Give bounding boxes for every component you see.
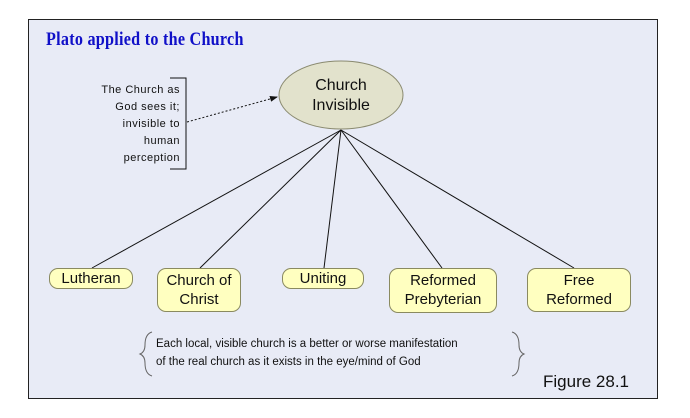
edge-lutheran: [91, 129, 342, 269]
edge-free-reformed: [340, 129, 575, 269]
callout-bracket: [170, 77, 187, 170]
root-ellipse: [278, 60, 404, 130]
node-uniting: Uniting: [282, 268, 364, 289]
edge-reformed-prebyterian: [340, 129, 443, 269]
node-free-reformed: Free Reformed: [527, 268, 631, 312]
node-reformed-prebyterian: Reformed Prebyterian: [389, 268, 497, 313]
edge-uniting: [323, 129, 342, 269]
note-left-brace: [138, 331, 153, 377]
node-lutheran: Lutheran: [49, 268, 133, 289]
edge-church-of-christ: [199, 129, 342, 269]
note-right-brace: [511, 331, 526, 377]
figure-label: Figure 28.1: [543, 372, 629, 391]
diagram-title: Plato applied to the Church: [46, 29, 244, 50]
node-church-of-christ: Church of Christ: [157, 268, 241, 312]
note-text: Each local, visible church is a better o…: [156, 338, 458, 368]
callout-arrow: [186, 95, 278, 123]
